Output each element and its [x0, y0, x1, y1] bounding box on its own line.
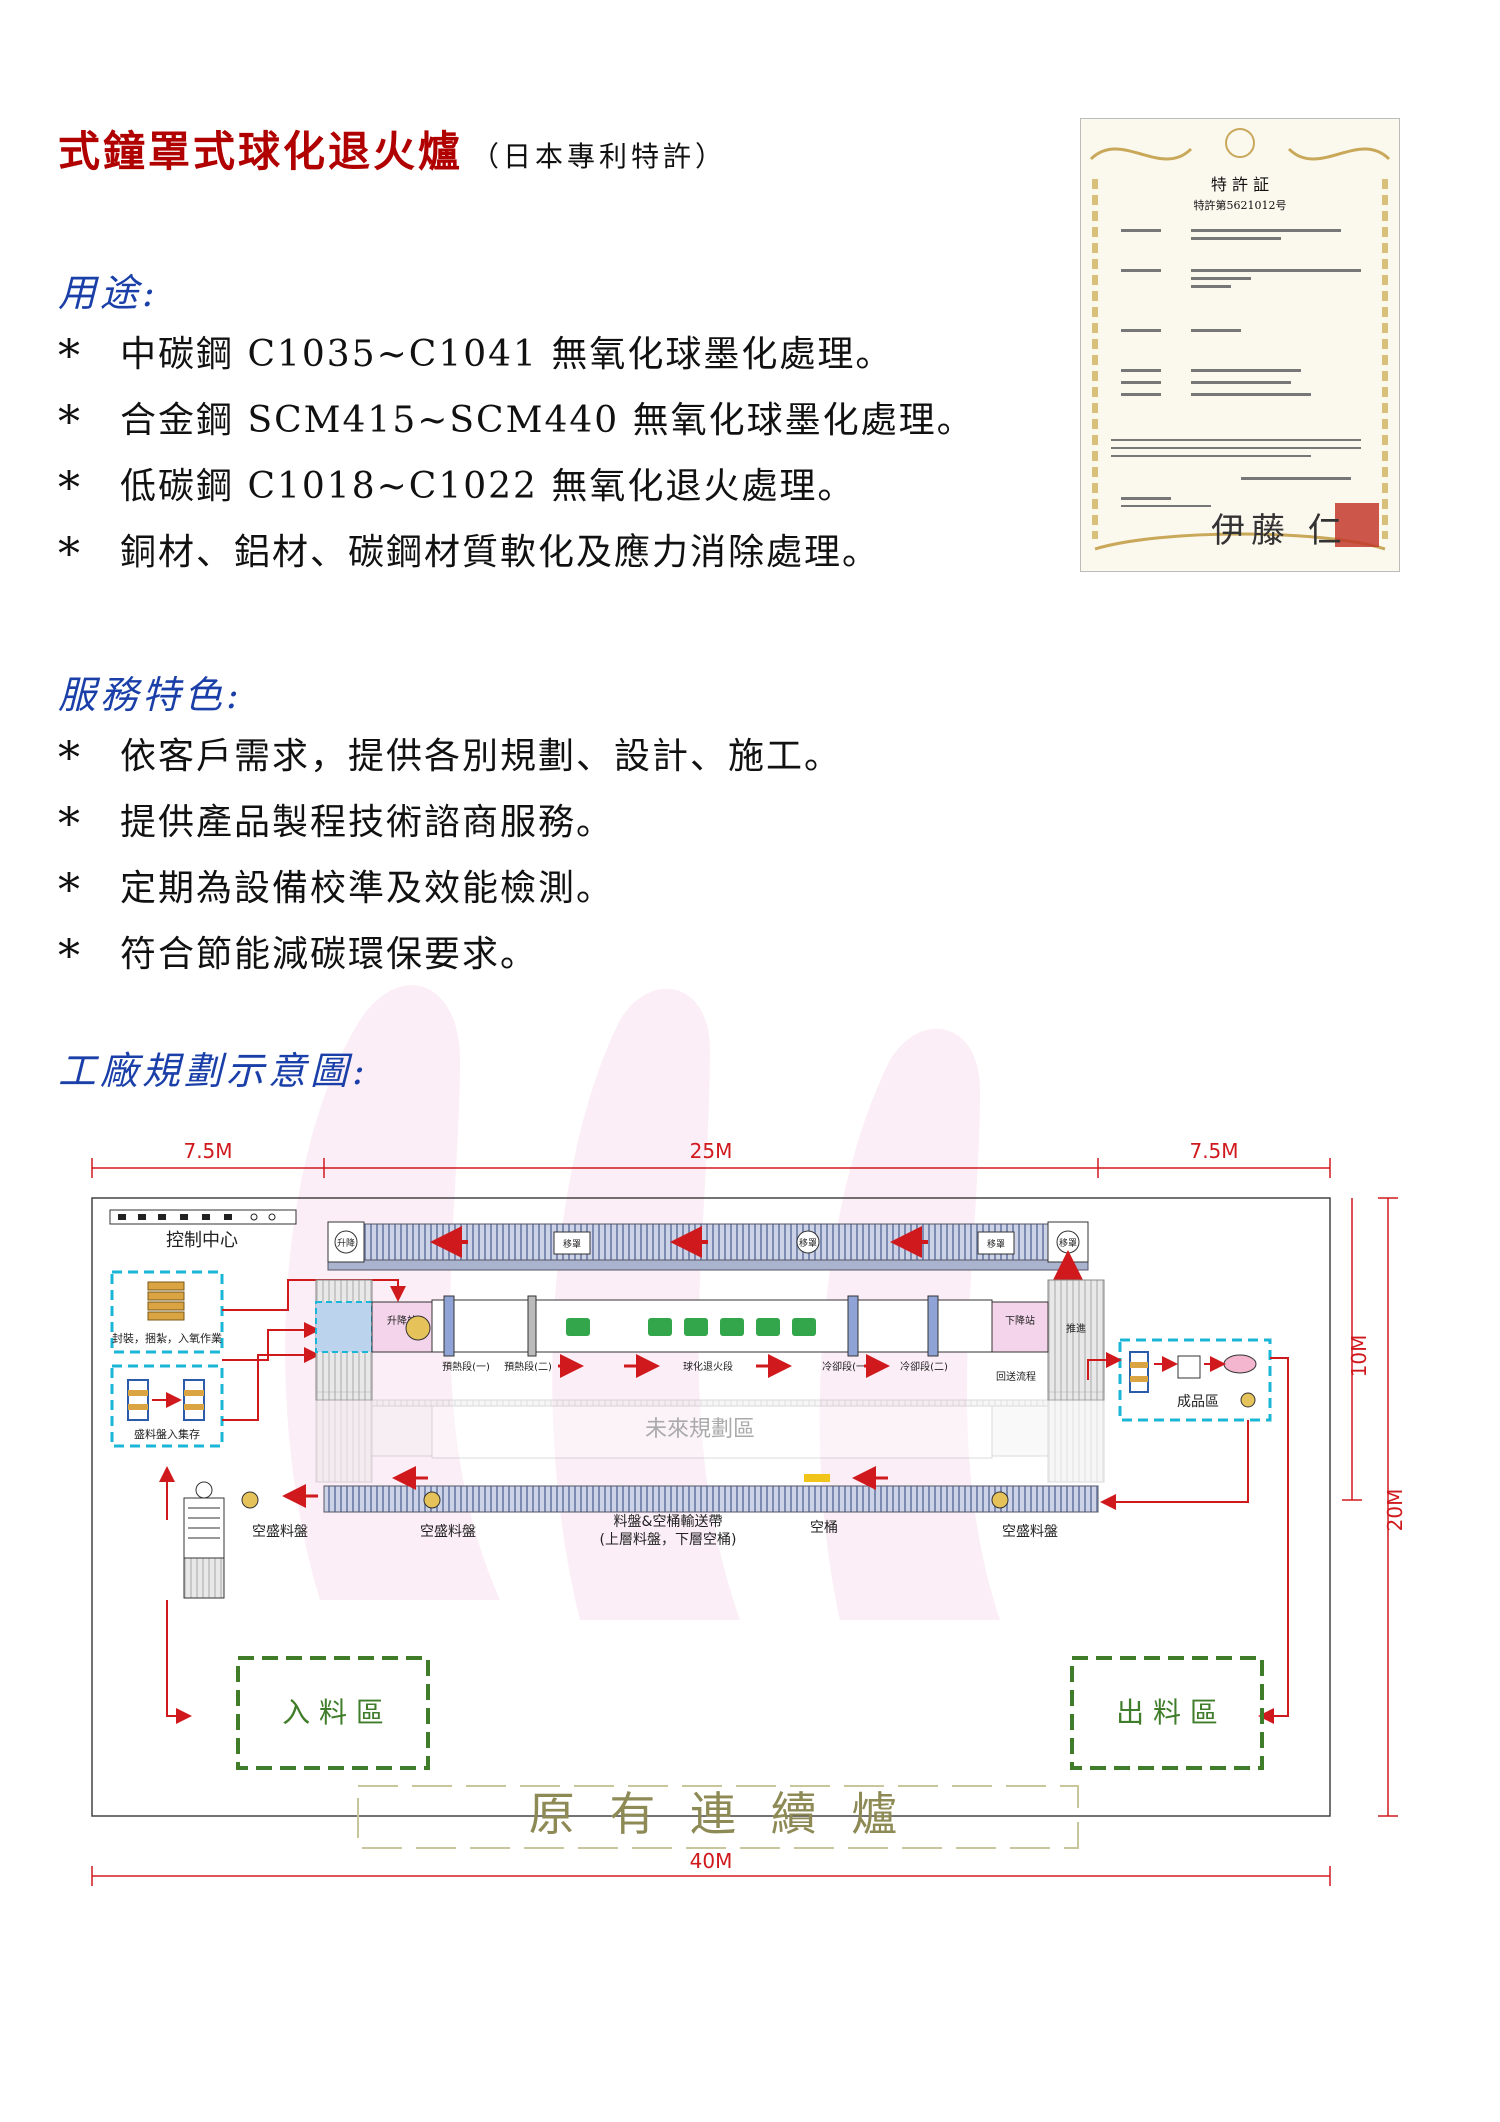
service-item: 提供產品製程技術諮商服務。 [120, 802, 615, 843]
furnace-tunnel [431, 1299, 993, 1353]
existing-furnace-label: 原 有 連 續 爐 [529, 1787, 908, 1841]
asterisk-icon: * [58, 865, 82, 916]
asterisk-icon: * [58, 529, 82, 580]
stage-label: 冷卻段(一) [822, 1360, 870, 1373]
right-dimension [1342, 1197, 1398, 1817]
service-list: * 依客戶需求，提供各別規劃、設計、施工。 * 提供產品製程技術諮商服務。 * 定期為… [58, 724, 842, 988]
title-subtitle: （日本專利特許） [471, 140, 728, 173]
service-heading: 服務特色: [58, 673, 243, 717]
stack-label: 盛料盤入集存 [134, 1427, 200, 1441]
dim-bottom: 40M [690, 1849, 733, 1873]
title-text: 式鐘罩式球化退火爐 [58, 127, 464, 176]
page-title: 式鐘罩式球化退火爐（日本專利特許） [58, 118, 727, 179]
inlet-area-label: 入 料 區 [282, 1696, 384, 1729]
stage-label: 預熱段(二) [504, 1360, 552, 1373]
top-label: 移罩 [987, 1238, 1005, 1250]
product-area-label: 成品區 [1177, 1394, 1219, 1410]
usage-item: 中碳鋼 C1035~C1041 無氧化球墨化處理。 [120, 334, 894, 375]
stage-label: 預熱段(一) [442, 1360, 490, 1373]
control-center-label: 控制中心 [166, 1230, 238, 1251]
product-area [1118, 1338, 1272, 1422]
dim-mid: 25M [690, 1139, 733, 1163]
tray-stack-icon [127, 1379, 205, 1421]
product-stack-icon [1129, 1351, 1257, 1408]
bottom-dimension [91, 1866, 1331, 1886]
dim-v-small: 10M [1347, 1335, 1371, 1378]
yellow-bucket-marker [804, 1474, 830, 1482]
future-area-label: 未來規劃區 [645, 1417, 755, 1442]
dim-v-large: 20M [1383, 1489, 1407, 1532]
asterisk-icon: * [58, 931, 82, 982]
empty-tray-label: 空盛料盤 [1002, 1524, 1058, 1540]
empty-tray-label: 空盛料盤 [420, 1524, 476, 1540]
service-item: 定期為設備校準及效能檢測。 [120, 868, 615, 909]
list-item: * 依客戶需求，提供各別規劃、設計、施工。 [58, 724, 842, 790]
top-label: 移罩 [1059, 1237, 1077, 1249]
asterisk-icon: * [58, 331, 82, 382]
dim-right: 7.5M [1189, 1139, 1238, 1163]
conveyor-label: 料盤&空桶輸送帶 [614, 1514, 723, 1530]
certificate-border [1089, 128, 1391, 551]
unload-station-label: 下降站 [1005, 1314, 1035, 1327]
list-item: * 合金鋼 SCM415~SCM440 無氧化球墨化處理。 [58, 388, 975, 454]
top-label: 移罩 [799, 1237, 817, 1249]
usage-list: * 中碳鋼 C1035~C1041 無氧化球墨化處理。 * 合金鋼 SCM415~S… [58, 322, 975, 586]
empty-tray-label: 空盛料盤 [252, 1524, 308, 1540]
inlet-area [236, 1656, 430, 1770]
top-dimension [91, 1158, 1331, 1178]
coil-stack-icon [147, 1281, 185, 1321]
tray-conveyor [323, 1485, 1099, 1513]
usage-item: 低碳鋼 C1018~C1022 無氧化退火處理。 [120, 466, 856, 507]
usage-item: 銅材、鋁材、碳鋼材質軟化及應力消除處理。 [120, 532, 881, 573]
stage-label: 球化退火段 [683, 1360, 733, 1373]
list-item: * 中碳鋼 C1035~C1041 無氧化球墨化處理。 [58, 322, 975, 388]
factory-plan-diagram: 7.5M 25M 7.5M 10M 20M 40M 控制中心 封裝，捆紮，入氧作… [91, 1139, 1407, 1886]
plan-heading: 工廠規劃示意圖: [58, 1049, 369, 1093]
usage-heading: 用途: [58, 271, 159, 315]
stacking-zone [110, 1364, 224, 1448]
push-label: 推進 [1066, 1322, 1086, 1335]
conveyor-sublabel: (上層料盤，下層空桶) [600, 1532, 737, 1548]
strap-label: 封裝，捆紮，入氧作業 [112, 1331, 222, 1345]
return-label: 回送流程 [996, 1370, 1036, 1383]
green-tray-icon [566, 1318, 816, 1336]
certificate-signature: 伊藤 仁 [1211, 511, 1348, 551]
usage-item: 合金鋼 SCM415~SCM440 無氧化球墨化處理。 [120, 400, 975, 441]
hood-icon [327, 1221, 1089, 1263]
top-label: 移罩 [563, 1238, 581, 1250]
dim-left: 7.5M [183, 1139, 232, 1163]
loading-dock [315, 1301, 373, 1353]
service-item: 符合節能減碳環保要求。 [120, 934, 539, 975]
existing-furnace-area [357, 1785, 1079, 1849]
outlet-area-label: 出 料 區 [1116, 1696, 1218, 1729]
factory-outline [91, 1197, 1331, 1817]
stage-label: 冷卻段(二) [900, 1360, 948, 1373]
strapping-zone [110, 1270, 224, 1354]
empty-tray-icon [241, 1491, 1009, 1509]
list-item: * 銅材、鋁材、碳鋼材質軟化及應力消除處理。 [58, 520, 975, 586]
list-item: * 符合節能減碳環保要求。 [58, 922, 842, 988]
list-item: * 提供產品製程技術諮商服務。 [58, 790, 842, 856]
unload-station [991, 1301, 1049, 1353]
outlet-area [1070, 1656, 1264, 1770]
control-panel-icon [109, 1209, 297, 1225]
asterisk-icon: * [58, 397, 82, 448]
list-item: * 低碳鋼 C1018~C1022 無氧化退火處理。 [58, 454, 975, 520]
patent-certificate-image: 特 許 証 特許第5621012号 伊藤 仁 [1080, 118, 1400, 572]
certificate-number: 特許第5621012号 [1193, 199, 1287, 212]
asterisk-icon: * [58, 733, 82, 784]
asterisk-icon: * [58, 463, 82, 514]
future-area-sketch [315, 1391, 1105, 1483]
empty-bucket-label: 空桶 [810, 1520, 838, 1536]
certificate-title: 特 許 証 [1210, 175, 1270, 194]
top-label: 升降 [337, 1237, 355, 1249]
list-item: * 定期為設備校準及效能檢測。 [58, 856, 842, 922]
asterisk-icon: * [58, 799, 82, 850]
service-item: 依客戶需求，提供各別規劃、設計、施工。 [120, 736, 843, 777]
bell-icon [405, 1315, 431, 1341]
stacker-machine-icon [183, 1481, 225, 1599]
